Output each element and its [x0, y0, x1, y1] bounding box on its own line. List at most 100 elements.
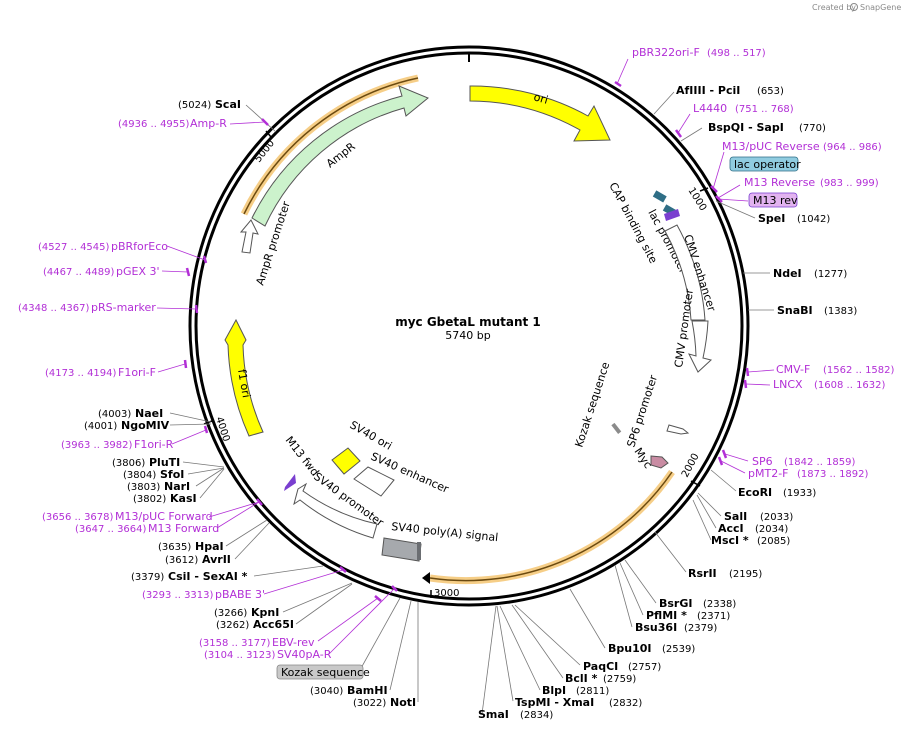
enzyme-labels-right: AfIIII - PciI (653) BspQI - SapI (770) S… — [478, 84, 857, 721]
enzyme-sali: SalI — [724, 510, 747, 523]
ori-label: ori — [532, 90, 549, 106]
svg-text:(3804): (3804) — [123, 470, 156, 481]
svg-text:(2759): (2759) — [603, 674, 636, 685]
svg-text:(1842 .. 1859): (1842 .. 1859) — [784, 457, 856, 468]
enzyme-rsrii: RsrII — [688, 567, 717, 580]
svg-text:(2085): (2085) — [757, 536, 790, 547]
svg-text:(4001): (4001) — [84, 421, 117, 432]
svg-text:(2371): (2371) — [697, 611, 730, 622]
enzyme-bcli: BclI * — [565, 672, 598, 685]
sv40-polya-label: SV40 poly(A) signal — [391, 520, 499, 544]
svg-text:(3022): (3022) — [353, 698, 386, 709]
svg-text:(4173 .. 4194): (4173 .. 4194) — [45, 368, 117, 379]
enzyme-ndei: NdeI — [773, 267, 802, 280]
primer-lncx: LNCX — [773, 378, 803, 391]
svg-text:(2379): (2379) — [684, 623, 717, 634]
svg-text:(2033): (2033) — [760, 512, 793, 523]
enzyme-blpi: BlpI — [542, 684, 566, 697]
svg-text:(3612): (3612) — [165, 555, 198, 566]
enzyme-paqci: PaqCI — [583, 660, 618, 673]
primer-m13-puc-reverse: M13/pUC Reverse — [722, 140, 820, 153]
svg-text:Kozak sequence: Kozak sequence — [281, 666, 370, 679]
f1-ori-label: f1 ori — [235, 368, 253, 399]
m13-rev-box: M13 rev — [748, 192, 798, 208]
primer-ebv-rev: EBV-rev — [272, 636, 315, 649]
svg-text:(2834): (2834) — [520, 710, 553, 721]
sv40-ori-label: SV40 ori — [348, 418, 395, 452]
enzyme-bamhi: BamHI — [347, 684, 388, 697]
credit-brand: SnapGene — [860, 3, 901, 12]
kozak-inner-label: Kozak sequence — [572, 360, 612, 449]
enzyme-scai: ScaI — [215, 98, 241, 111]
svg-text:(3806): (3806) — [112, 458, 145, 469]
svg-text:(3379): (3379) — [131, 572, 164, 583]
credit-prefix: Created by — [812, 3, 856, 12]
enzyme-msci: MscI * — [711, 534, 749, 547]
enzyme-csii-sexai: CsiI - SexAI * — [168, 570, 248, 583]
primer-m13-puc-forward: M13/pUC Forward — [115, 510, 213, 523]
enzyme-smai: SmaI — [478, 708, 509, 721]
svg-text:(3104 .. 3123): (3104 .. 3123) — [204, 650, 276, 661]
svg-text:(4936 .. 4955): (4936 .. 4955) — [118, 119, 190, 130]
svg-text:(1608 .. 1632): (1608 .. 1632) — [814, 380, 886, 391]
enzyme-avrii: AvrII — [202, 553, 231, 566]
enzyme-nari: NarI — [164, 480, 190, 493]
svg-text:(751 .. 768): (751 .. 768) — [735, 104, 794, 115]
svg-text:(3040): (3040) — [310, 686, 343, 697]
svg-text:(3802): (3802) — [133, 494, 166, 505]
primer-sp6: SP6 — [752, 455, 773, 468]
svg-text:(3963 .. 3982): (3963 .. 3982) — [61, 440, 133, 451]
primer-m13-reverse: M13 Reverse — [744, 176, 815, 189]
svg-text:(3656 .. 3678): (3656 .. 3678) — [42, 512, 114, 523]
svg-text:(2539): (2539) — [662, 644, 695, 655]
svg-text:M13 rev: M13 rev — [753, 194, 798, 207]
svg-text:(4527 .. 4545): (4527 .. 4545) — [38, 242, 110, 253]
svg-text:(5024): (5024) — [178, 100, 211, 111]
enzyme-ecori: EcoRI — [738, 486, 772, 499]
svg-text:(4467 .. 4489): (4467 .. 4489) — [43, 267, 115, 278]
sv40-features: SV40 ori SV40 enhancer M13 fwd SV40 prom… — [283, 418, 499, 562]
svg-text:(3803): (3803) — [127, 482, 160, 493]
svg-text:(983 .. 999): (983 .. 999) — [820, 178, 879, 189]
primer-pbr322ori-f: pBR322ori-F — [632, 46, 700, 59]
svg-text:(498 .. 517): (498 .. 517) — [707, 48, 766, 59]
enzyme-noti: NotI — [390, 696, 416, 709]
enzyme-bsu36i: Bsu36I — [635, 621, 677, 634]
primer-markers — [156, 58, 775, 655]
tick-3000: 3000 — [434, 588, 459, 599]
enzyme-acc65i: Acc65I — [253, 618, 294, 631]
svg-text:(1933): (1933) — [783, 488, 816, 499]
svg-text:(2195): (2195) — [729, 569, 762, 580]
svg-text:(2034): (2034) — [755, 524, 788, 535]
svg-text:(4348 .. 4367): (4348 .. 4367) — [18, 303, 90, 314]
svg-text:(3635): (3635) — [158, 542, 191, 553]
svg-text:(2811): (2811) — [576, 686, 609, 697]
enzyme-labels-left: (5024) ScaI (4003) NaeI (4001) NgoMIV (3… — [84, 98, 416, 709]
enzyme-acci: AccI — [718, 522, 744, 535]
enzyme-tspmi-xmai: TspMI - XmaI — [515, 696, 594, 709]
enzyme-snabi: SnaBI — [777, 304, 813, 317]
svg-text:(1873 .. 1892): (1873 .. 1892) — [797, 469, 869, 480]
right-connectors — [481, 91, 774, 715]
plasmid-length: 5740 bp — [445, 329, 490, 342]
svg-text:(3266): (3266) — [214, 608, 247, 619]
svg-text:(4003): (4003) — [98, 409, 131, 420]
svg-text:(1277): (1277) — [814, 269, 847, 280]
svg-text:(3293 .. 3313): (3293 .. 3313) — [142, 590, 214, 601]
primer-labels-left: (4936 .. 4955) Amp-R (4527 .. 4545) pBRf… — [18, 117, 332, 661]
sp6-promoter-label: SP6 promoter — [624, 373, 660, 449]
snapgene-logo-icon — [850, 3, 858, 11]
f1-ori-feature: f1 ori — [224, 318, 264, 437]
enzyme-bspqi-sapi: BspQI - SapI — [708, 121, 784, 134]
svg-text:(2757): (2757) — [628, 662, 661, 673]
svg-text:(2832): (2832) — [609, 698, 642, 709]
enzyme-spei: SpeI — [758, 212, 785, 225]
primer-pmt2-f: pMT2-F — [748, 467, 789, 480]
svg-text:(3262): (3262) — [216, 620, 249, 631]
primer-m13-forward: M13 Forward — [148, 522, 219, 535]
enzyme-kasi: KasI — [170, 492, 197, 505]
tick-5000: 5000 — [253, 138, 277, 165]
enzyme-sfoi: SfoI — [160, 468, 184, 481]
myc-label: Myc — [632, 445, 655, 471]
